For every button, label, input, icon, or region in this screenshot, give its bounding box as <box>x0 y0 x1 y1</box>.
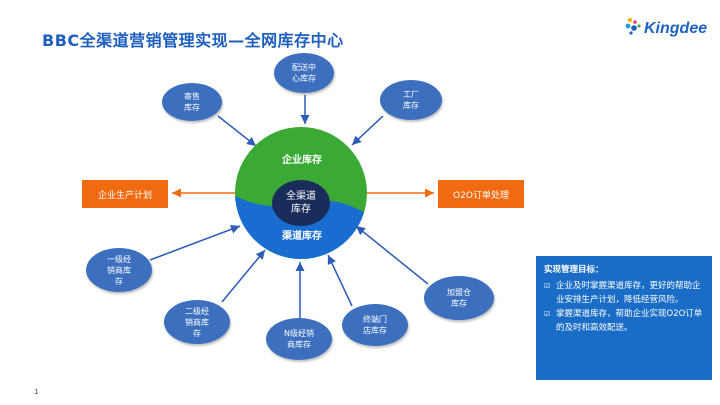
node-text: 店库存 <box>363 326 387 335</box>
checkbox-bullet-icon: ☑ <box>544 310 551 318</box>
kingdee-logo-icon <box>625 17 641 35</box>
node-text: 心库存 <box>292 74 316 83</box>
tier1-dealer-inventory-node: 一级经销商库存 <box>86 248 152 292</box>
arrow-tier1-dealer <box>149 224 241 261</box>
production-plan-box: 企业生产计划 <box>82 180 168 208</box>
core-line1: 全渠道 <box>286 191 316 202</box>
arrow-tier2-dealer <box>221 249 266 303</box>
node-text: N级经销 <box>284 329 314 338</box>
node-text: 存 <box>115 276 123 286</box>
factory-inventory-node: 工厂库存 <box>380 80 442 120</box>
node-text: 库存 <box>403 101 419 110</box>
page-number: 1 <box>34 388 39 396</box>
checkbox-bullet-icon: ☑ <box>544 282 551 290</box>
node-text: 加盟仓 <box>447 288 471 297</box>
terminal-store-inventory-node: 终端门店库存 <box>342 304 408 346</box>
arrow-factory <box>351 115 384 146</box>
logo-wordmark: Kingdee <box>644 20 708 37</box>
tierN-dealer-inventory-node: N级经销商库存 <box>266 318 332 360</box>
node-text: 二级经 <box>185 306 209 316</box>
node-text: 商库存 <box>286 340 311 349</box>
node-text: 寄售 <box>184 92 200 101</box>
arrow-franchise-warehouse <box>355 225 429 285</box>
channel-inventory-label: 渠道库存 <box>282 231 322 242</box>
arrow-consignment <box>217 115 257 147</box>
node-text: 终端门 <box>363 315 387 324</box>
node-text: 存 <box>193 328 201 338</box>
node-text: 销商库 <box>185 317 209 327</box>
distribution-center-inventory-node: 配送中心库存 <box>274 53 334 93</box>
node-text: 库存 <box>184 103 200 112</box>
tier2-dealer-inventory-node: 二级经销商库存 <box>164 300 230 344</box>
goals-title: 实现管理目标： <box>544 265 604 275</box>
franchise-warehouse-inventory-node: 加盟仓库存 <box>424 276 494 320</box>
omnichannel-inventory-core: 全渠道库存 <box>272 180 330 226</box>
goal-text: 企业及时掌握渠道库存，更好的帮助企业安排生产计划，降低经营风险。 <box>556 281 701 305</box>
goal-item: ☑ 掌握渠道库存，帮助企业实现O2O订单的及时和高效配送。 <box>544 307 704 335</box>
node-text: 一级经 <box>107 254 131 264</box>
consignment-inventory-node: 寄售库存 <box>162 83 222 121</box>
management-goals-panel: 实现管理目标： ☑ 企业及时掌握渠道库存，更好的帮助企业安排生产计划，降低经营风… <box>536 256 712 380</box>
page-title: BBC全渠道营销管理实现—全网库存中心 <box>42 31 344 50</box>
enterprise-inventory-label: 企业库存 <box>282 155 322 166</box>
node-text: 销商库 <box>107 265 131 275</box>
node-text: 配送中 <box>292 63 316 72</box>
arrow-terminal-store <box>327 254 353 307</box>
node-text: 库存 <box>451 299 467 308</box>
node-text: 工厂 <box>403 90 419 99</box>
goal-item: ☑ 企业及时掌握渠道库存，更好的帮助企业安排生产计划，降低经营风险。 <box>544 279 704 307</box>
goal-text: 掌握渠道库存，帮助企业实现O2O订单的及时和高效配送。 <box>556 309 703 333</box>
o2o-order-processing-box: O2O订单处理 <box>438 180 524 208</box>
core-line2: 库存 <box>291 204 311 215</box>
